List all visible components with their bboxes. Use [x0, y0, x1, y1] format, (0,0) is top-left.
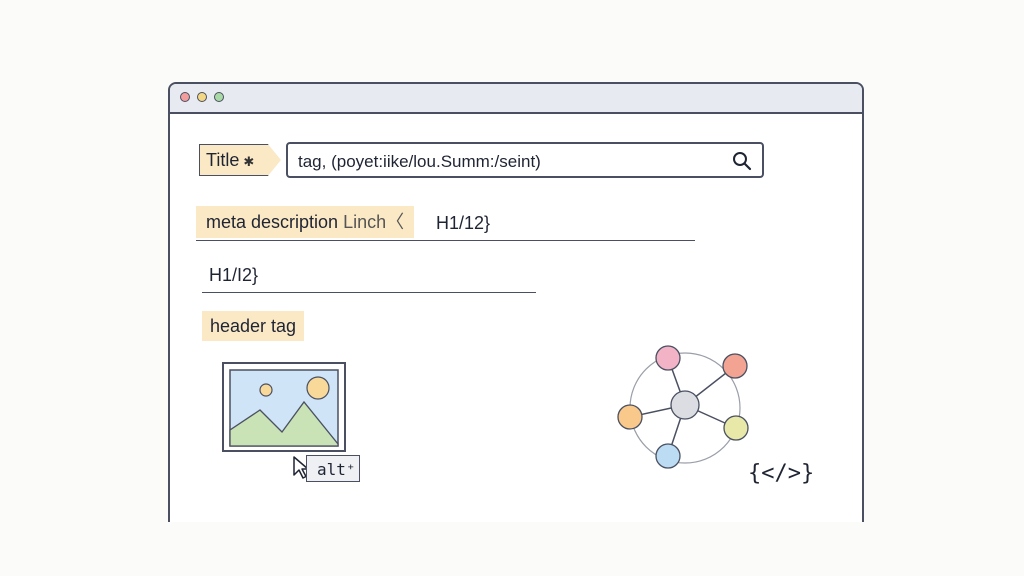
- title-tag-label: Title✱: [199, 144, 281, 176]
- title-tag-text: Title: [206, 150, 240, 170]
- header-tag-text: header tag: [210, 316, 297, 336]
- window-fade: [866, 398, 886, 528]
- meta-description-suffix: Linch〈: [343, 212, 405, 232]
- alt-text-label: alt⁺: [317, 460, 356, 479]
- h1-underline: [202, 292, 536, 293]
- image-icon: [229, 369, 339, 447]
- search-input-value: tag, (poyet:iike/lou.Summ:/seint): [298, 152, 541, 171]
- meta-description-tag: meta description Linch〈: [196, 206, 415, 238]
- title-tag-glyph: ✱: [243, 154, 255, 169]
- network-graph-icon: [617, 345, 749, 469]
- h1-label: H1/I2}: [209, 265, 259, 285]
- header-tag-label: header tag: [202, 311, 305, 341]
- window-titlebar: [170, 84, 862, 114]
- h1-inline-label: H1/12}: [436, 213, 491, 233]
- image-placeholder[interactable]: [222, 362, 346, 452]
- maximize-window-button[interactable]: [214, 92, 224, 102]
- search-input[interactable]: tag, (poyet:iike/lou.Summ:/seint): [286, 142, 764, 178]
- code-brackets-icon: {</>}: [748, 461, 815, 486]
- close-window-button[interactable]: [180, 92, 190, 102]
- meta-description-text: meta description: [206, 212, 339, 232]
- meta-underline: [196, 240, 695, 241]
- alt-text-tag[interactable]: alt⁺: [306, 455, 360, 482]
- search-icon[interactable]: [732, 151, 752, 171]
- minimize-window-button[interactable]: [197, 92, 207, 102]
